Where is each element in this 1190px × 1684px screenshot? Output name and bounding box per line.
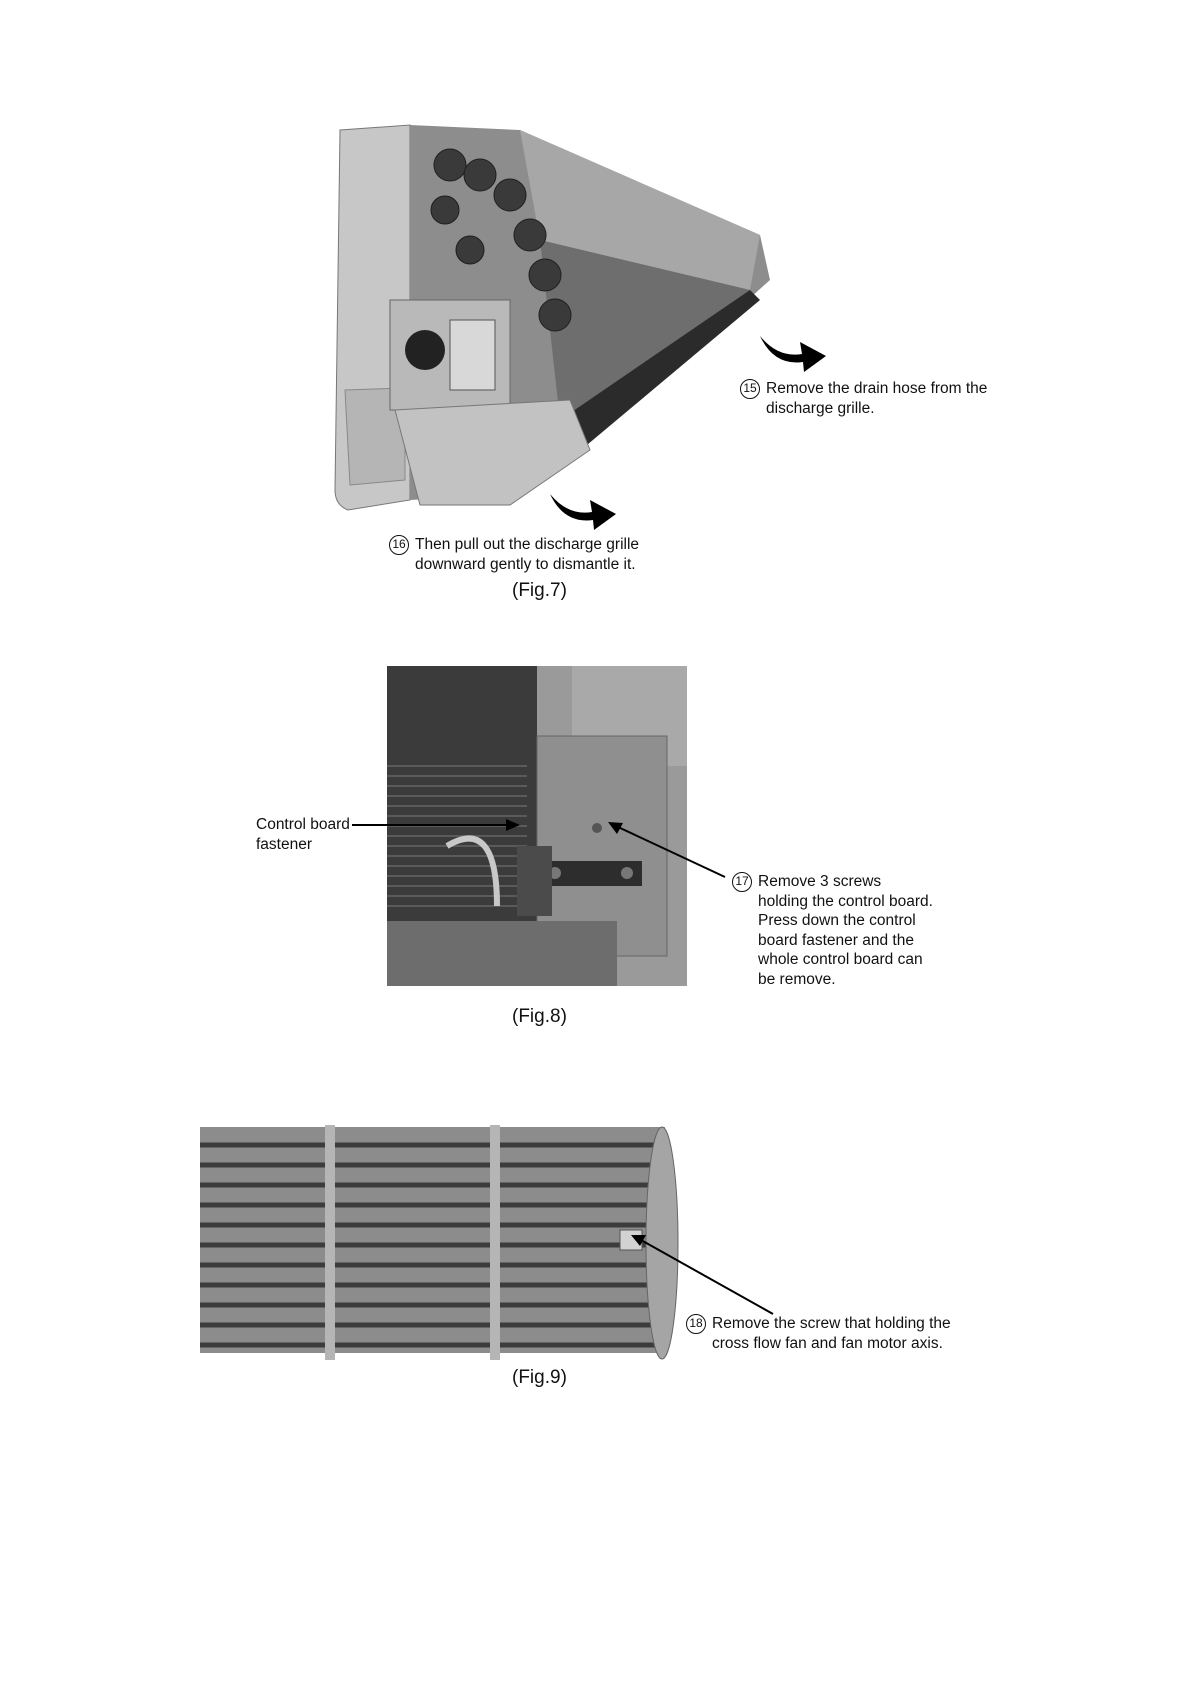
step-text-line: Remove the screw that holding the (712, 1315, 951, 1332)
step-text-line: be remove. (758, 970, 836, 988)
control-board-fastener-label: Control board fastener (256, 815, 350, 854)
fig8-photo (387, 666, 687, 986)
step-16-note: 16 Then pull out the discharge grille do… (389, 535, 639, 574)
step-number-badge: 17 (732, 872, 752, 892)
step-text-line: Press down the control (758, 912, 916, 929)
pointer-arrows (340, 805, 740, 895)
label-line: fastener (256, 835, 313, 853)
step-15-note: 15 Remove the drain hose from the discha… (740, 379, 987, 418)
figure-caption: (Fig.7) (512, 580, 567, 601)
step-17-note: 17 Remove 3 screws holding the control b… (732, 872, 933, 989)
step-text-line: cross flow fan and fan motor axis. (712, 1334, 943, 1352)
step-text-line: Remove 3 screws (758, 873, 882, 890)
step-text-line: discharge grille. (766, 399, 875, 417)
figure-caption: (Fig.8) (512, 1006, 567, 1027)
step-text-line: Then pull out the discharge grille (415, 536, 640, 553)
arrow-right-icon (548, 488, 618, 533)
step-18-note: 18 Remove the screw that holding the cro… (686, 1314, 951, 1353)
label-line: Control board (256, 816, 350, 833)
step-number-badge: 16 (389, 535, 409, 555)
figure-caption: (Fig.9) (512, 1367, 567, 1388)
pointer-arrow (625, 1230, 785, 1320)
arrow-right-icon (758, 330, 828, 375)
step-text-line: holding the control board. (758, 892, 933, 910)
fig7-photo (330, 120, 820, 540)
step-number-badge: 15 (740, 379, 760, 399)
step-text-line: whole control board can (758, 951, 923, 968)
fig9-photo (200, 1125, 680, 1365)
step-text-line: Remove the drain hose from the (766, 380, 988, 397)
step-text-line: downward gently to dismantle it. (415, 555, 636, 573)
step-number-badge: 18 (686, 1314, 706, 1334)
step-text-line: board fastener and the (758, 931, 914, 949)
